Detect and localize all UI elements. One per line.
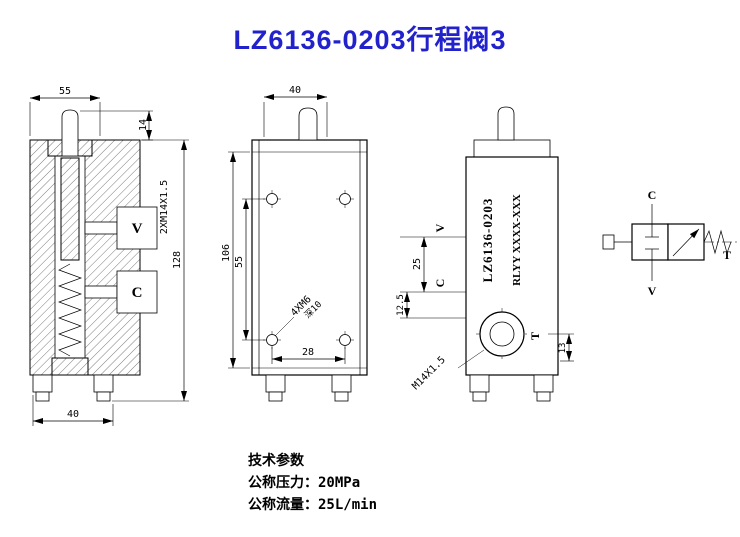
left-dim-40: 40 (67, 409, 79, 420)
t-port-boss: T (476, 308, 542, 360)
left-dim-128: 128 (172, 251, 183, 269)
specs-heading: 技术参数 (248, 453, 304, 469)
dim-stem-14: 14 (80, 110, 153, 141)
hole-bottom-right (339, 334, 351, 346)
dim-t-13: 13 (548, 333, 574, 362)
model-number-label: LZ6136-0203 (480, 198, 495, 283)
dim-height-128: 128 (112, 139, 189, 402)
side-dim-13: 13 (558, 343, 568, 354)
hole-top-left (266, 193, 278, 205)
side-dim-12-5: 12.5 (396, 294, 406, 316)
dim-height-106: 106 (221, 151, 250, 369)
spring-symbol (703, 229, 732, 255)
left-dim-14: 14 (138, 119, 149, 131)
serial-number-label: RLYY XXXX-XXX (511, 194, 523, 286)
side-dim-25: 25 (412, 258, 423, 270)
specs-block: 技术参数 公称压力：20MPa 公称流量：25L/min (248, 450, 377, 516)
plunger-actuator (602, 234, 632, 250)
front-dim-28: 28 (302, 347, 314, 358)
side-port-v-label: V (433, 223, 447, 232)
side-port-labels: V C (433, 223, 447, 287)
flow-arrow (672, 228, 700, 257)
hole-top-right (339, 193, 351, 205)
port-c-cavity (116, 270, 158, 314)
hole-bottom-left (266, 334, 278, 346)
side-view: LZ6136-0203 RLYY XXXX-XXX V C 25 12.5 (396, 106, 574, 402)
port-v-cavity (116, 206, 158, 250)
side-port-t-label: T (528, 332, 542, 340)
side-thread-label: M14X1.5 (410, 355, 448, 393)
front-view: 40 (221, 85, 368, 402)
page-title: LZ6136-0203行程阀3 (233, 25, 507, 55)
left-thread-label: 2XM14X1.5 (159, 180, 170, 234)
front-dim-40: 40 (289, 85, 301, 96)
front-dim-106: 106 (221, 244, 232, 262)
mounting-feet (469, 374, 554, 402)
spool (60, 157, 80, 261)
specs-pressure: 公称压力：20MPa (248, 475, 361, 491)
schematic-port-t-label: T (723, 248, 731, 262)
side-port-c-label: C (433, 279, 447, 288)
dim-base-40: 40 (32, 395, 114, 426)
front-dim-55: 55 (234, 256, 245, 268)
dim-top-40: 40 (263, 85, 328, 137)
specs-flow: 公称流量：25L/min (248, 497, 378, 513)
mounting-feet (265, 374, 352, 402)
plunger-stem (61, 109, 79, 157)
blocked-port-symbols (645, 224, 659, 260)
mounting-holes (263, 190, 354, 349)
plunger-stem-side (497, 106, 515, 141)
left-dim-55: 55 (59, 86, 71, 97)
port-v-label: V (132, 221, 143, 237)
port-c-label: C (132, 285, 143, 301)
bottom-plug (51, 357, 89, 376)
dim-width-55: 55 (29, 86, 101, 136)
section-view: 55 14 V C (29, 86, 189, 426)
schematic-port-c-label: C (648, 188, 657, 202)
dim-ports-25: 25 (400, 236, 466, 293)
valve-position-left (631, 223, 669, 261)
dim-holes-55: 55 (234, 198, 265, 341)
valve-body-section: V C (29, 109, 158, 376)
spring (57, 263, 83, 357)
plunger-stem-front (298, 107, 318, 141)
hydraulic-schematic: C T V (602, 188, 737, 298)
thread-callout-2xm14: 2XM14X1.5 (159, 180, 170, 234)
schematic-port-v-label: V (648, 284, 657, 298)
dim-holes-28: 28 (271, 347, 346, 364)
mounting-feet (32, 374, 114, 402)
dim-ports-12-5: 12.5 (396, 292, 466, 319)
